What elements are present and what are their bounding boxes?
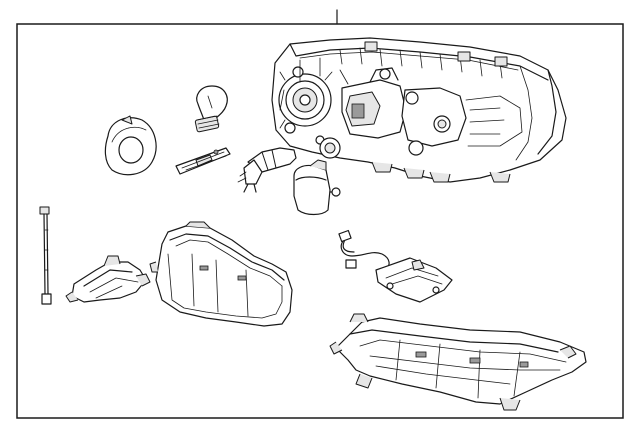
housing-tab: [364, 41, 378, 52]
rear-cover: [149, 221, 293, 327]
housing-tab: [494, 56, 508, 67]
housing-tab: [457, 51, 471, 62]
turn-signal-bulb: [194, 85, 228, 133]
headlamp-bulb: [237, 147, 297, 193]
mounting-bracket: [65, 255, 151, 303]
marker-lamp-bulb: [175, 147, 231, 175]
adjuster-cap: [293, 159, 341, 216]
control-module: [338, 229, 453, 303]
lower-shield: [329, 313, 587, 411]
wire-harness-strap: [39, 206, 52, 305]
headlamp-assembly: [271, 37, 567, 183]
bulb-socket-cover: [104, 115, 157, 176]
diagram-frame: [16, 23, 624, 419]
